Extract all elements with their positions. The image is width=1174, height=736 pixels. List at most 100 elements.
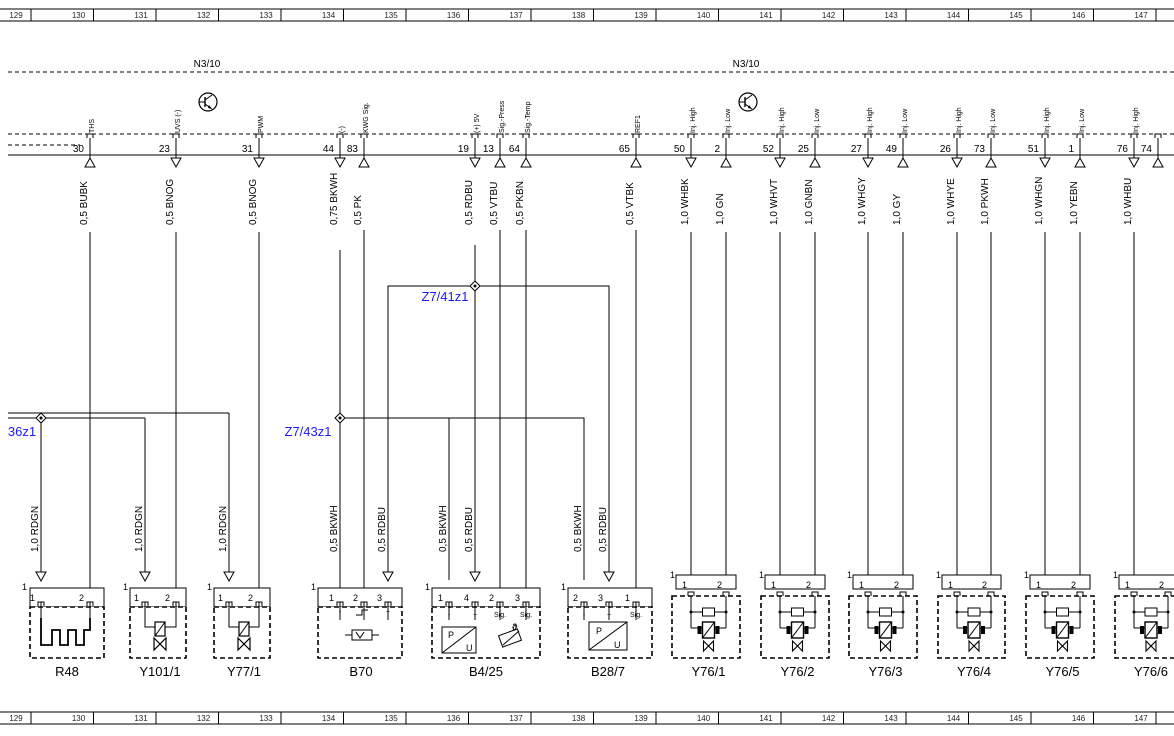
- component-label: Y77/1: [227, 664, 261, 679]
- connector-housing: [852, 574, 914, 590]
- wire-label-group: 0,5 RDBU: [464, 180, 475, 225]
- pin-signal-label: Inj. High: [779, 107, 786, 133]
- wire: [588, 621, 628, 651]
- ruler-column-label: 144: [947, 11, 961, 20]
- wire-label-group: 1,0 WHGN: [1034, 177, 1045, 225]
- pin-socket-icon: [1041, 133, 1049, 138]
- pin-socket-icon: [471, 133, 479, 138]
- pin-number: 51: [1028, 144, 1040, 155]
- pin-number: 64: [509, 144, 521, 155]
- pin-signal-label: Inj. Low: [1079, 108, 1086, 133]
- splice-label: Z7/43z1: [285, 424, 332, 439]
- pin-socket-icon: [953, 133, 961, 138]
- arrow-down-icon: [862, 157, 874, 169]
- pin-signal-label-group: Inj. Low: [902, 108, 909, 133]
- pin-signal: Sig.: [630, 612, 642, 619]
- wire: [879, 621, 892, 639]
- pin-number: 65: [619, 144, 631, 155]
- pin-socket-icon: [811, 591, 819, 596]
- pin-signal-label: (-): [339, 126, 346, 133]
- ruler-column-label: 145: [1009, 714, 1023, 723]
- pin-signal-label-group: Inj. Low: [725, 108, 732, 133]
- wire-label: 1,0 YEBN: [1069, 181, 1080, 225]
- pin-socket-icon: [522, 133, 530, 138]
- pin-number: 2: [79, 593, 84, 603]
- wire-label-group: 0,5 RDBU: [464, 507, 475, 552]
- wire-label: 0,75 BKWH: [329, 173, 340, 225]
- pin-number: 49: [886, 144, 898, 155]
- component-label: B70: [349, 664, 372, 679]
- wire-label-group: 1,0 GY: [892, 194, 903, 225]
- wire-label-group: 0,5 BNOG: [248, 179, 259, 225]
- component-label: Y76/5: [1046, 664, 1080, 679]
- wire-label-group: 1,0 GNBN: [804, 179, 815, 225]
- ruler-column-label: 136: [447, 11, 461, 20]
- pin-number: 1: [1068, 144, 1074, 155]
- wire-label-group: 1,0 RDGN: [134, 506, 145, 552]
- arrow-down-icon: [469, 157, 481, 169]
- resistor-icon: [879, 607, 892, 617]
- arrow-down-icon: [382, 571, 394, 583]
- pin-signal-label-group: Inj. High: [779, 107, 786, 133]
- valve-icon: [702, 639, 715, 653]
- connector-pin-one: 1: [311, 582, 316, 592]
- wire-label-group: 1,0 RDGN: [218, 506, 229, 552]
- pin-signal-label: Inj. High: [1044, 107, 1051, 133]
- wire-label: 0,5 RDBU: [464, 180, 475, 225]
- wire-label-group: 0,5 VTBU: [489, 182, 500, 225]
- pin-signal-label: Inj. High: [1133, 107, 1140, 133]
- pin-number: 2: [717, 580, 722, 590]
- pin-polarity: -: [583, 612, 586, 619]
- pin-socket-icon: [1164, 591, 1172, 596]
- arrow-up-icon: [809, 156, 821, 168]
- wire-label: 1,0 WHGN: [1034, 177, 1045, 225]
- component-label: B4/25: [469, 664, 503, 679]
- pin-number: 2: [982, 580, 987, 590]
- solenoid-valve-icon: [153, 621, 167, 652]
- arrow-up-icon: [1152, 156, 1164, 168]
- component-body: [29, 606, 105, 659]
- pin-number: 4: [464, 593, 469, 603]
- resistor-icon: [1056, 607, 1069, 617]
- ruler-column-label: 137: [509, 714, 523, 723]
- pin-number: 50: [674, 144, 686, 155]
- wire-label: 1,0 RDGN: [30, 506, 41, 552]
- wire-label-group: 1,0 RDGN: [30, 506, 41, 552]
- pin-number: 25: [798, 144, 810, 155]
- wire: [387, 285, 610, 580]
- wire-label: 1,0 GN: [715, 193, 726, 225]
- ruler-column-label: 143: [884, 714, 898, 723]
- wire-label: 1,0 GNBN: [804, 179, 815, 225]
- pin-signal-label-group: Inj. High: [867, 107, 874, 133]
- ruler-column-label: 131: [134, 11, 148, 20]
- voltage-label: U: [614, 640, 621, 650]
- arrow-down-icon: [35, 571, 47, 583]
- wire-label: 0,5 BNOG: [165, 179, 176, 225]
- ruler-column-label: 146: [1072, 11, 1086, 20]
- connector-pin-one: 1: [123, 582, 128, 592]
- pin-number: 3: [515, 593, 520, 603]
- valve-icon: [1145, 639, 1157, 653]
- pin-number: 31: [242, 144, 254, 155]
- pin-number: 3: [377, 593, 382, 603]
- arrow-up-icon: [897, 156, 909, 168]
- pin-socket-icon: [1076, 591, 1084, 596]
- component-label: Y76/1: [692, 664, 726, 679]
- pin-number: 2: [1071, 580, 1076, 590]
- splice-dot: [39, 416, 43, 420]
- wire-label: 0,5 RDBU: [377, 507, 388, 552]
- pin-socket-icon: [1041, 591, 1049, 596]
- pin-number: 26: [940, 144, 952, 155]
- wire-label: 1,0 WHVT: [769, 179, 780, 225]
- pin-number: 1: [438, 593, 443, 603]
- pin-signal-label-group: UVS (-): [175, 110, 182, 133]
- pin-number: 3: [598, 593, 603, 603]
- wire-label-group: 1,0 WHBU: [1123, 178, 1134, 225]
- wire-label-group: 1,0 YEBN: [1069, 181, 1080, 225]
- wire-label: 0,5 VTBU: [489, 182, 500, 225]
- pin-signal: Sig.: [520, 612, 532, 619]
- ruler-column-label: 133: [259, 714, 273, 723]
- pin-signal-label: Inj. Low: [814, 108, 821, 133]
- wire-label: 0,5 BKWH: [329, 505, 340, 552]
- valve-icon: [879, 639, 892, 653]
